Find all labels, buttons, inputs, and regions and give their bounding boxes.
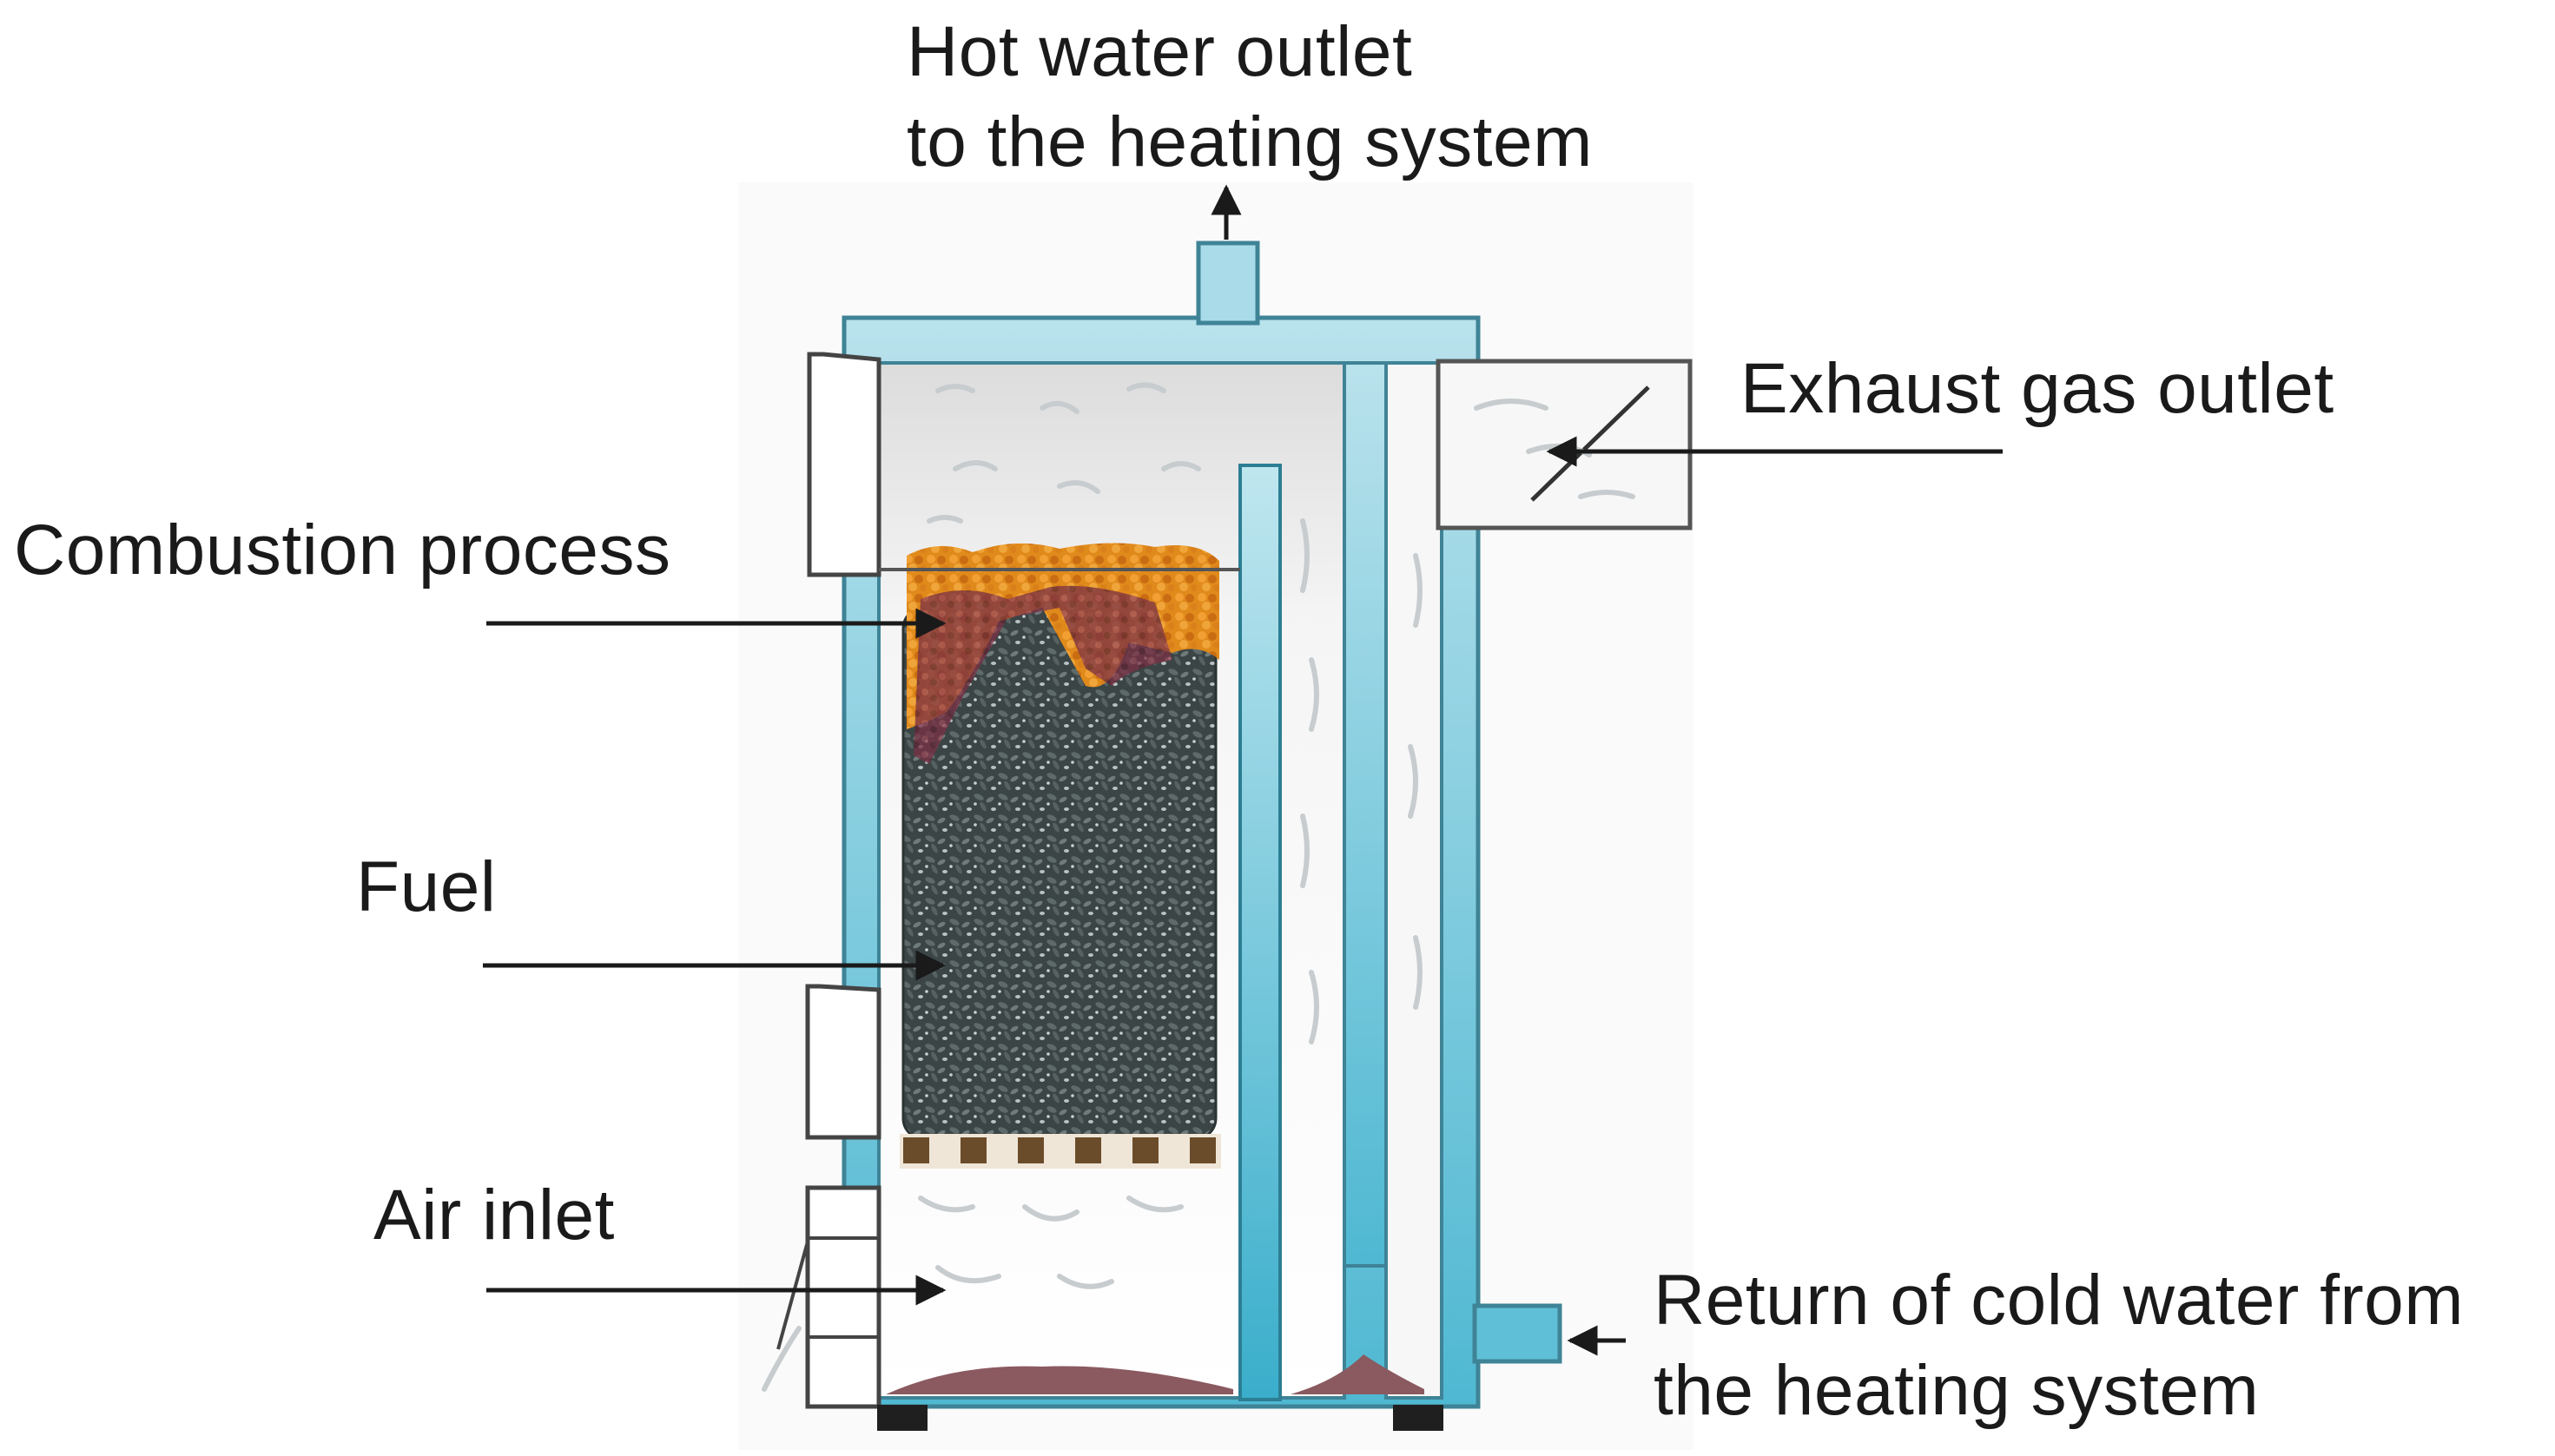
inner-water-tube xyxy=(1238,464,1282,1401)
fuel-bed xyxy=(901,543,1219,1141)
air-flap xyxy=(776,1241,809,1350)
hot-water-outlet-pipe xyxy=(1196,240,1260,326)
cold-water-return-label: Return of cold water from the heating sy… xyxy=(1654,1255,2464,1436)
upper-door xyxy=(807,352,881,577)
cold-water-return-pipe xyxy=(1472,1303,1562,1364)
foot-right xyxy=(1393,1405,1443,1431)
air-inlet-label: Air inlet xyxy=(373,1176,615,1255)
exhaust-gas-outlet-label: Exhaust gas outlet xyxy=(1740,349,2334,428)
ash-layer xyxy=(886,1366,1233,1394)
embers xyxy=(907,543,1219,729)
grate xyxy=(900,1134,1221,1169)
hot-water-outlet-line2: to the heating system xyxy=(907,102,1593,181)
foot-left xyxy=(877,1405,928,1431)
exhaust-damper xyxy=(1530,385,1650,502)
ash-layer-flue xyxy=(1291,1354,1424,1394)
ember-glow xyxy=(914,585,1172,764)
hot-water-outlet-label: Hot water outlet to the heating system xyxy=(907,7,1593,188)
cold-water-return-line2: the heating system xyxy=(1654,1351,2260,1430)
annotation-arrows xyxy=(483,184,2003,1356)
flue-channel xyxy=(1384,361,1443,1400)
combustion-process-label: Combustion process xyxy=(14,511,671,590)
cold-water-return-line1: Return of cold water from xyxy=(1654,1261,2465,1340)
ash-door xyxy=(805,1185,881,1409)
hot-water-outlet-line1: Hot water outlet xyxy=(907,12,1413,91)
water-partition xyxy=(1343,361,1388,1268)
middle-door xyxy=(805,984,881,1140)
fuel-label: Fuel xyxy=(356,847,497,926)
